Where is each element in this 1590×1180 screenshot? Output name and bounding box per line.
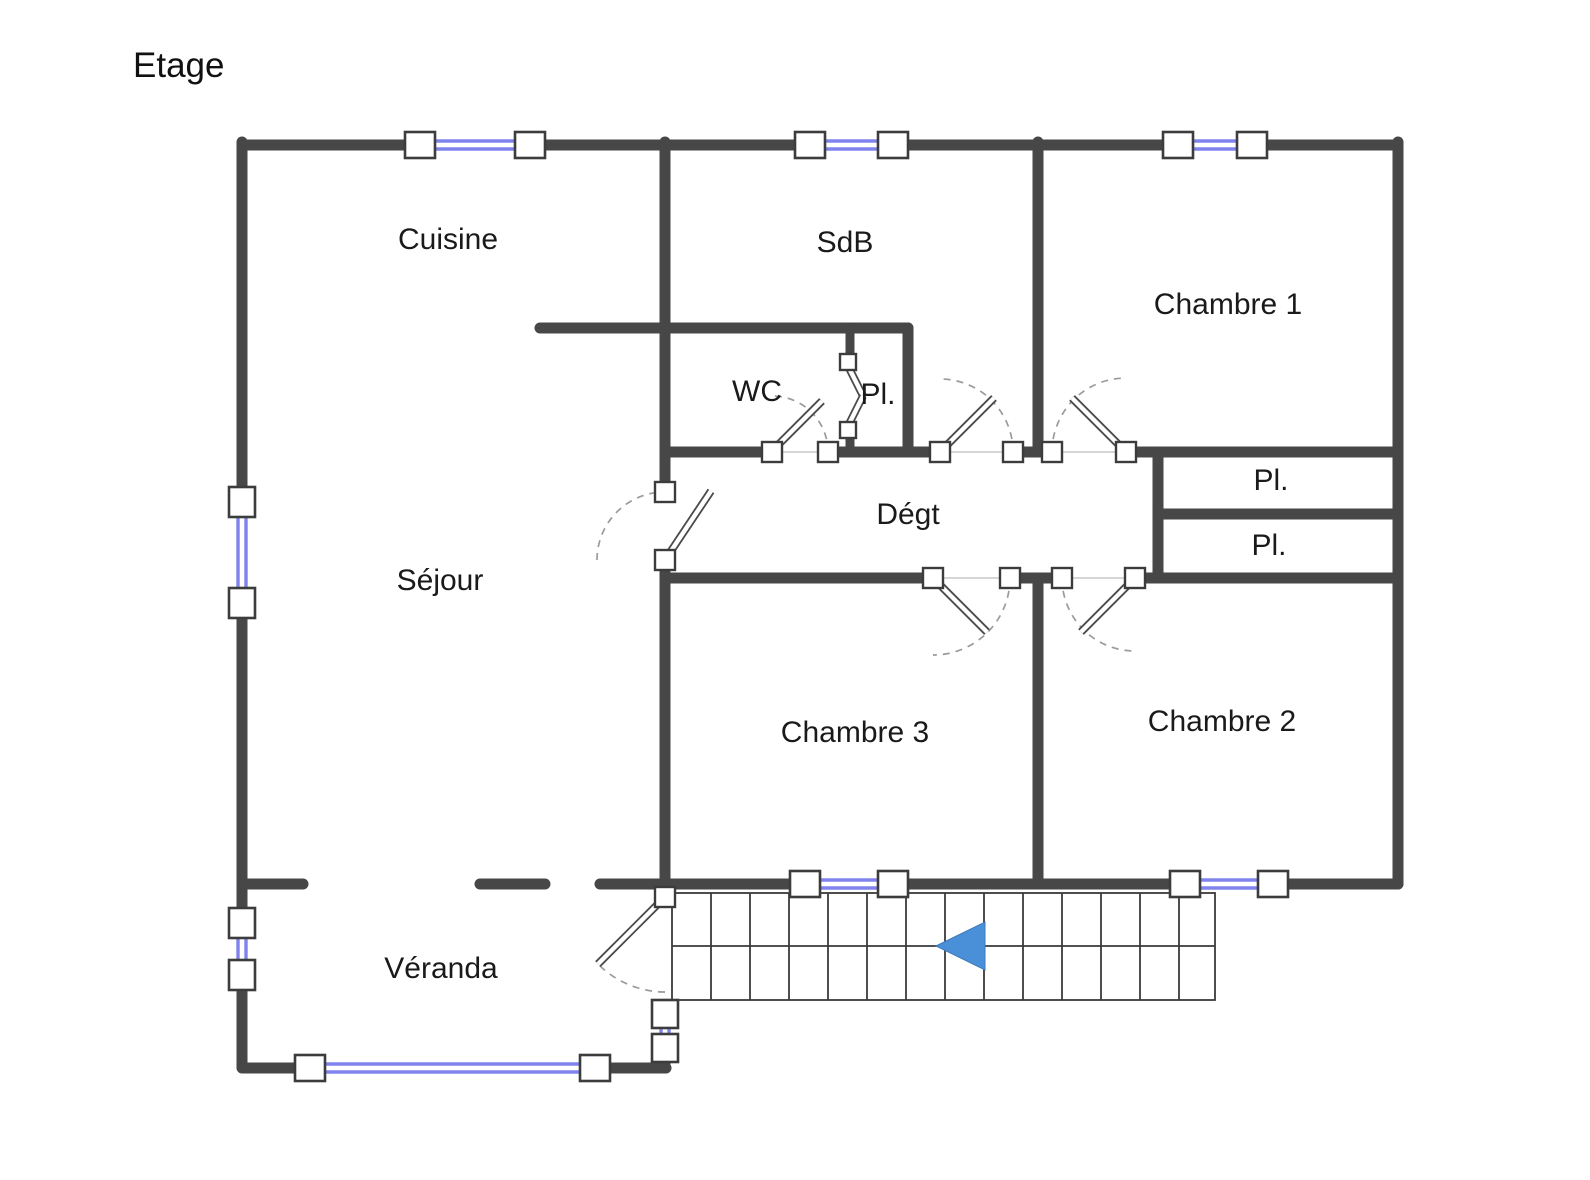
- door-thresholds: [765, 451, 1140, 579]
- room-label-wc: WC: [732, 375, 782, 408]
- windows: [227, 130, 1290, 1083]
- door-sejour: [596, 480, 715, 572]
- doors: [595, 352, 1147, 993]
- window-veranda-bottom: [293, 1053, 612, 1083]
- page-title: Etage: [133, 46, 224, 85]
- room-label-chambre-3: Chambre 3: [781, 716, 929, 749]
- window-chambre-2: [1168, 869, 1290, 899]
- room-label-cuisine: Cuisine: [398, 223, 498, 256]
- room-label-sejour: Séjour: [397, 564, 484, 597]
- staircase: [671, 892, 1216, 1001]
- door-chambre-3: [921, 566, 1022, 656]
- door-chambre-2: [1050, 566, 1147, 652]
- stairs-direction-arrow-icon: [934, 921, 986, 971]
- window-sdb: [793, 130, 910, 160]
- room-label-degagement: Dégt: [876, 498, 940, 531]
- door-placard-wc: [838, 352, 867, 440]
- room-label-chambre-2: Chambre 2: [1148, 705, 1296, 738]
- walls: [236, 136, 1404, 1074]
- door-chambre-1: [1040, 377, 1138, 464]
- window-chambre-1: [1161, 130, 1269, 160]
- room-label-sdb: SdB: [817, 226, 874, 259]
- room-label-placard-wc: Pl.: [860, 378, 895, 411]
- room-labels: Etage Cuisine SdB Chambre 1 WC Pl. Dégt …: [133, 46, 1302, 985]
- window-veranda-left: [227, 906, 257, 992]
- door-sdb: [928, 378, 1025, 464]
- room-label-veranda: Véranda: [384, 952, 498, 985]
- window-cuisine: [403, 130, 547, 160]
- window-veranda-right: [650, 998, 680, 1064]
- room-label-chambre-1: Chambre 1: [1154, 288, 1302, 321]
- door-wc: [760, 395, 840, 464]
- window-stairs: [788, 869, 910, 899]
- room-label-placard-haut: Pl.: [1253, 464, 1288, 497]
- window-sejour: [227, 485, 257, 620]
- room-label-placard-bas: Pl.: [1251, 529, 1286, 562]
- door-veranda: [595, 885, 677, 993]
